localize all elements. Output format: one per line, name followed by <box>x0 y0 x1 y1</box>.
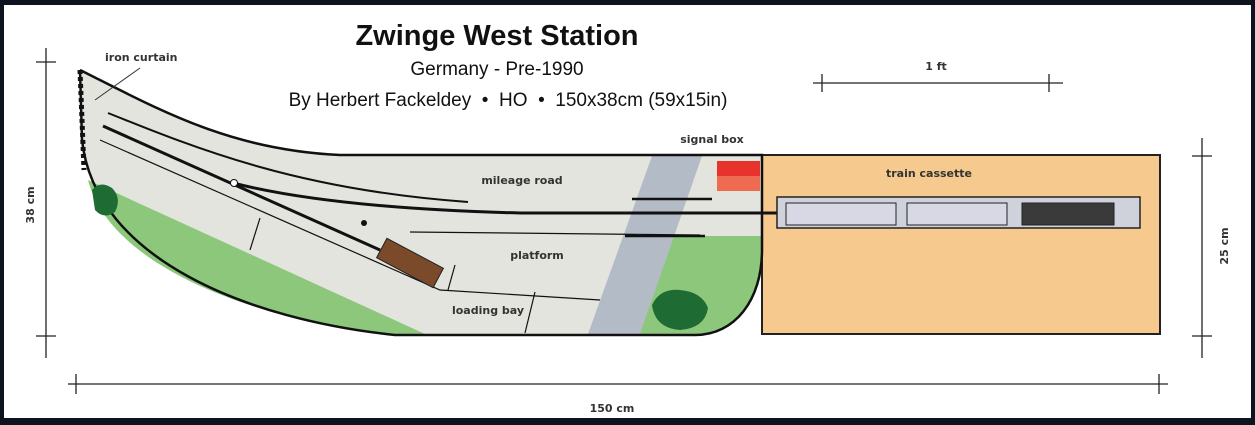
label-platform: platform <box>510 249 564 262</box>
label-mileage-road: mileage road <box>481 174 562 187</box>
cassette-height-label: 25 cm <box>1218 227 1231 264</box>
height-label: 38 cm <box>24 186 37 223</box>
tree-icon <box>652 289 708 330</box>
point-marker <box>361 220 367 226</box>
scale-bar-label: 1 ft <box>925 60 947 73</box>
grass-area <box>88 180 425 335</box>
subtitle: Germany - Pre-1990 <box>410 59 583 80</box>
tree-icon <box>92 184 118 216</box>
label-train-cassette: train cassette <box>886 167 972 180</box>
iron-curtain <box>77 69 87 171</box>
board-outline <box>78 68 764 337</box>
coach <box>906 202 1008 226</box>
road <box>588 156 702 334</box>
train-cassette-board <box>761 154 1161 335</box>
label-iron-curtain: iron curtain <box>105 51 177 64</box>
freight-wagon <box>375 237 445 289</box>
title: Zwinge West Station <box>355 20 638 52</box>
signal-box <box>717 176 760 191</box>
label-loading-bay: loading bay <box>452 304 524 317</box>
label-signal-box: signal box <box>680 133 744 146</box>
locomotive <box>1021 202 1115 226</box>
coach <box>785 202 897 226</box>
width-label: 150 cm <box>590 402 635 415</box>
dimension-lines <box>36 48 1212 394</box>
iron-curtain-pointer <box>94 67 141 101</box>
turnout-marker <box>230 179 238 187</box>
signal-box <box>717 161 760 176</box>
byline: By Herbert Fackeldey • HO • 150x38cm (59… <box>289 90 728 111</box>
tracks <box>99 112 1140 334</box>
